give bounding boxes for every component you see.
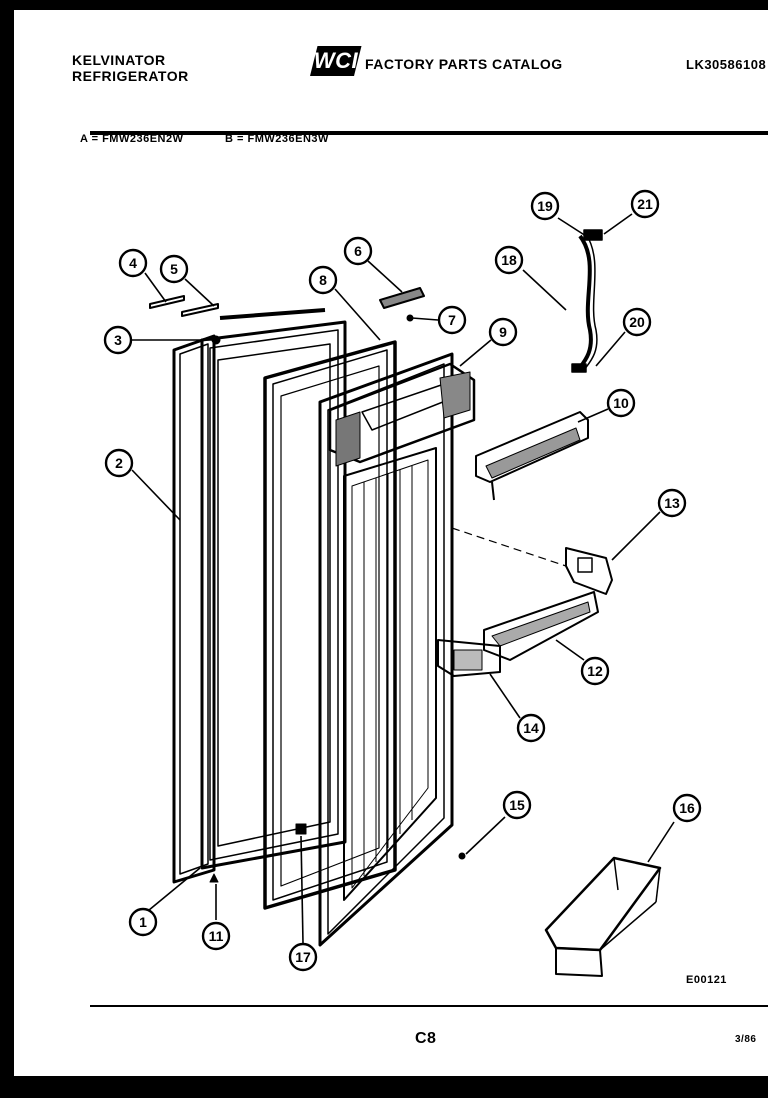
- wire-harness-part-18: [571, 229, 603, 373]
- brand-name: KELVINATOR: [72, 52, 166, 68]
- svg-text:6: 6: [354, 243, 362, 259]
- svg-text:3: 3: [114, 332, 122, 348]
- screw-part-15: [458, 852, 466, 860]
- model-a: A = FMW236EN2W: [80, 133, 184, 145]
- svg-text:20: 20: [629, 314, 645, 330]
- product-type: REFRIGERATOR: [72, 68, 189, 84]
- callout-7: 7: [437, 305, 467, 335]
- svg-text:11: 11: [209, 928, 224, 944]
- hinge-cover-part-6: [379, 287, 425, 309]
- callout-15: 15: [502, 790, 532, 820]
- callout-5: 5: [159, 254, 189, 284]
- callout-10: 10: [606, 388, 636, 418]
- svg-text:8: 8: [319, 272, 327, 288]
- svg-text:21: 21: [637, 196, 653, 212]
- callout-9: 9: [488, 317, 518, 347]
- shelf-bar-part-12: [483, 591, 599, 661]
- catalog-page: [14, 10, 768, 1076]
- callout-14: 14: [516, 713, 546, 743]
- callout-13: 13: [657, 488, 687, 518]
- svg-text:14: 14: [523, 720, 539, 736]
- svg-text:13: 13: [664, 495, 680, 511]
- svg-text:7: 7: [448, 312, 456, 328]
- callout-17: 17: [288, 942, 318, 972]
- callout-11: 11: [201, 921, 231, 951]
- svg-text:19: 19: [537, 198, 553, 214]
- callout-18: 18: [494, 245, 524, 275]
- door-gasket-part-2: [172, 334, 216, 884]
- catalog-title: FACTORY PARTS CATALOG: [365, 56, 563, 72]
- svg-text:5: 5: [170, 261, 178, 277]
- callout-3: 3: [103, 325, 133, 355]
- callout-6-lower: 8: [308, 265, 338, 295]
- callout-20: 20: [622, 307, 652, 337]
- inner-door-panel-part-9: [318, 352, 476, 947]
- door-liner-part-8: [263, 340, 397, 910]
- hinge-pin-part-4: [149, 295, 185, 309]
- clip-part-17: [295, 823, 307, 835]
- callout-6-top: 6: [343, 236, 373, 266]
- svg-text:15: 15: [509, 797, 525, 813]
- diagram-code: E00121: [686, 974, 727, 986]
- document-id: LK30586108: [686, 57, 767, 72]
- svg-text:10: 10: [613, 395, 629, 411]
- callouts: 1 2 3 4 5 6 8 7 9 10 11 12 13 14 15 16 1…: [103, 189, 702, 972]
- svg-text:4: 4: [129, 255, 137, 271]
- callout-16: 16: [672, 793, 702, 823]
- model-list: A = FMW236EN2W B = FMW236EN3W: [80, 133, 367, 145]
- screw-part-11: [209, 873, 219, 883]
- svg-text:9: 9: [499, 324, 507, 340]
- page-code: C8: [415, 1030, 437, 1047]
- date-code: 3/86: [735, 1034, 757, 1045]
- door-bin-part-10: [475, 411, 589, 501]
- callout-21: 21: [630, 189, 660, 219]
- callout-2: 2: [104, 448, 134, 478]
- shelf-retainer-part-14: [437, 639, 501, 677]
- callout-1: 1: [128, 907, 158, 937]
- door-bin-part-16: [544, 856, 662, 977]
- logo-text: WCI: [314, 48, 359, 73]
- leader-lines: [131, 213, 675, 944]
- callout-19: 19: [530, 191, 560, 221]
- wci-logo: WCI: [310, 46, 362, 76]
- svg-text:1: 1: [139, 914, 147, 930]
- brand-block: KELVINATOR REFRIGERATOR: [72, 52, 189, 84]
- svg-text:2: 2: [115, 455, 123, 471]
- shelf-bracket-part-13: [565, 547, 613, 595]
- callout-12: 12: [580, 656, 610, 686]
- callout-4: 4: [118, 248, 148, 278]
- svg-text:17: 17: [295, 949, 311, 965]
- svg-text:16: 16: [679, 800, 695, 816]
- model-b: B = FMW236EN3W: [225, 133, 329, 145]
- svg-text:18: 18: [501, 252, 517, 268]
- svg-text:12: 12: [587, 663, 603, 679]
- hinge-pin-part-5: [181, 303, 219, 317]
